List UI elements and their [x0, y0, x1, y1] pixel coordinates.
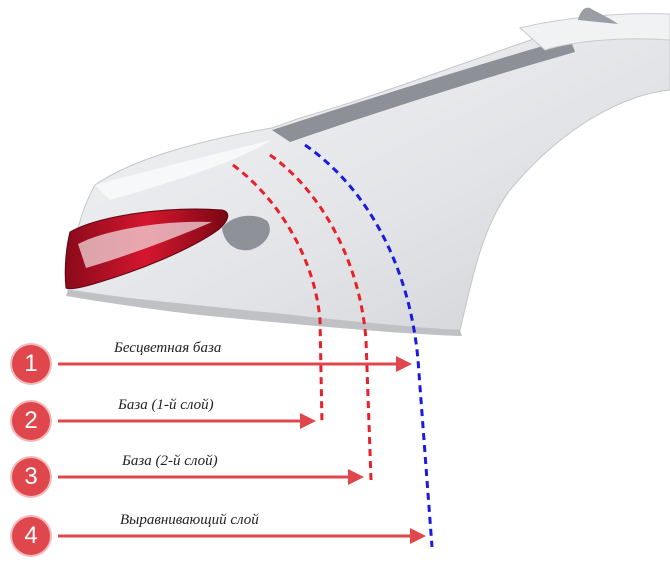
- arrow-4-head: [410, 528, 426, 544]
- step-label-2: База (1-й слой): [118, 397, 214, 413]
- arrows: [58, 356, 426, 544]
- step-label-1: Бесцветная база: [114, 340, 222, 356]
- layer-line-clear-and-leveling: [304, 143, 434, 548]
- step-badge-2: 2: [12, 402, 50, 440]
- layer-lines: [232, 143, 434, 548]
- arrow-3-head: [348, 469, 364, 485]
- trunk-lid: [95, 140, 272, 200]
- rear-window: [272, 38, 575, 142]
- arrow-1-head: [396, 356, 412, 372]
- bumper-edge: [66, 290, 462, 336]
- tail-light-chrome: [78, 221, 212, 268]
- step-badge-1: 1: [12, 345, 50, 383]
- car-roof: [518, 13, 670, 51]
- step-badge-3: 3: [12, 458, 50, 496]
- arrow-2-head: [300, 413, 316, 429]
- step-label-3: База (2-й слой): [122, 453, 218, 469]
- layer-line-base-1: [232, 163, 324, 426]
- step-badge-4: 4: [12, 517, 50, 555]
- layer-line-base-2: [269, 153, 373, 481]
- car-rear-illustration: [64, 7, 670, 336]
- fuel-cap: [222, 215, 270, 251]
- shark-fin-antenna: [578, 7, 618, 24]
- step-label-4: Выравнивающий слой: [120, 512, 259, 528]
